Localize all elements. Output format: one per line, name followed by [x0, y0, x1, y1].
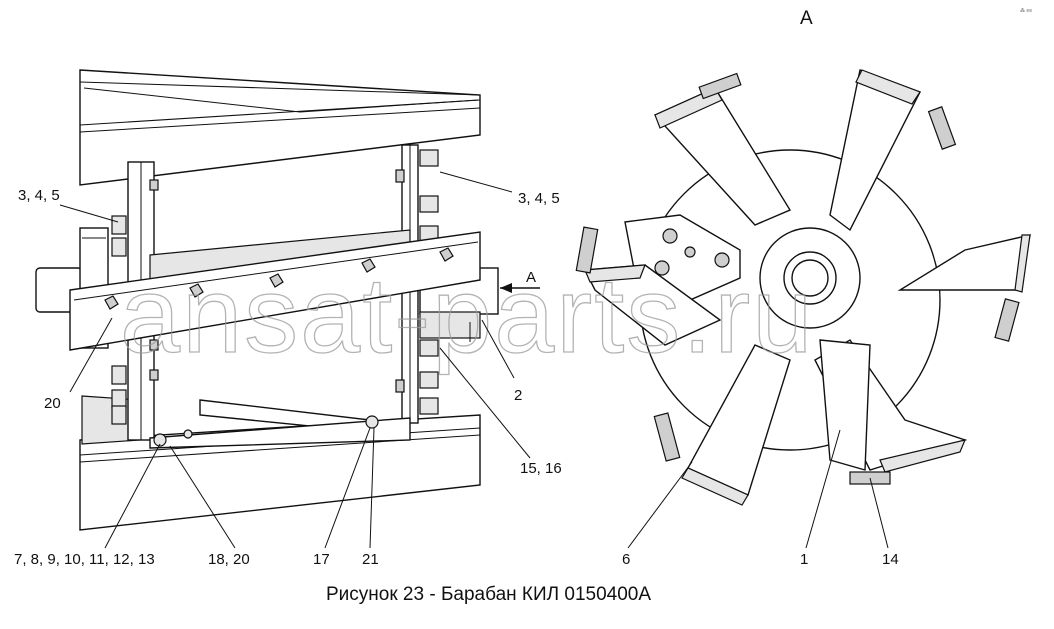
corner-mark: ⁂ ≡≡: [1020, 8, 1032, 14]
hub-bore: [791, 259, 829, 297]
top-beam: [79, 69, 481, 186]
view-label: А: [800, 8, 813, 29]
watermark: ansat-parts.ru: [120, 254, 814, 375]
callout-14: 14: [882, 551, 899, 568]
drum-side-view: А: [35, 69, 540, 531]
callout-7-13: 7, 8, 9, 10, 11, 12, 13: [14, 551, 155, 568]
callout-3-4-5-right: 3, 4, 5: [518, 190, 560, 207]
slanted-blade: [69, 231, 481, 351]
callout-2: 2: [514, 387, 522, 404]
rotor-blades: [583, 69, 1031, 506]
blade-clamps: [575, 72, 1020, 485]
callout-labels: 3, 4, 5 3, 4, 5 20 2 15, 16 7, 8, 9, 10,…: [14, 187, 899, 568]
view-arrow: А: [500, 269, 540, 293]
view-arrow-label: А: [526, 269, 536, 286]
callout-18-20: 18, 20: [208, 551, 250, 568]
figure-caption: Рисунок 23 - Барабан КИЛ 0150400А: [326, 584, 651, 605]
blade-bottom: [819, 339, 871, 471]
drum-end-view: [575, 69, 1031, 506]
callout-3-4-5-left: 3, 4, 5: [18, 187, 60, 204]
leader-lines: [59, 171, 889, 549]
callout-20: 20: [44, 395, 61, 412]
callout-15-16: 15, 16: [520, 460, 562, 477]
callout-21: 21: [362, 551, 379, 568]
callout-1: 1: [800, 551, 808, 568]
callout-6: 6: [622, 551, 630, 568]
callout-17: 17: [313, 551, 330, 568]
